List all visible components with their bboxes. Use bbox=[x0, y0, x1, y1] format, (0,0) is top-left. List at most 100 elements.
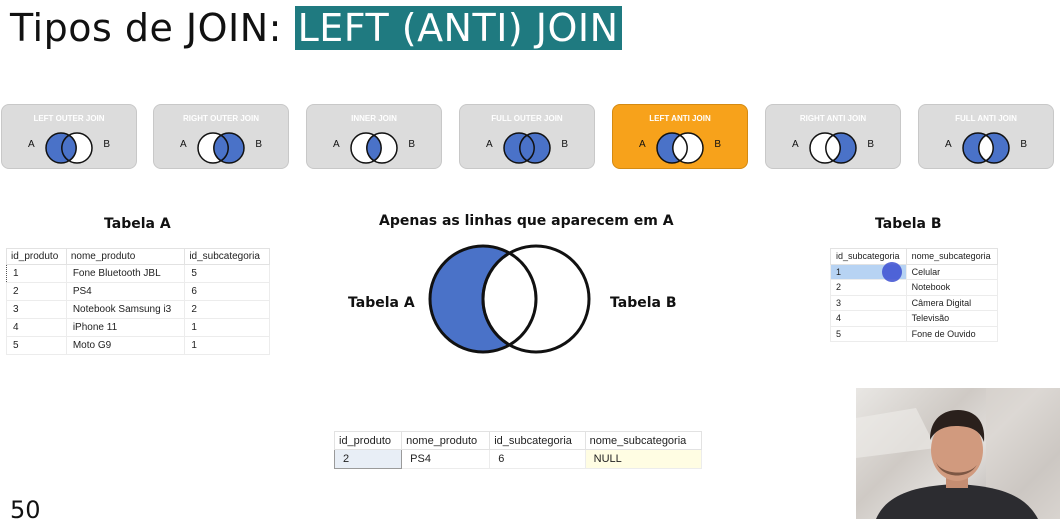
table-cell[interactable]: 6 bbox=[489, 449, 586, 469]
table-cell[interactable]: 3 bbox=[6, 300, 67, 319]
column-header[interactable]: nome_subcategoria bbox=[905, 248, 999, 265]
table-cell[interactable]: NULL bbox=[584, 449, 703, 469]
table-cell[interactable]: Moto G9 bbox=[65, 336, 186, 355]
column-header[interactable]: id_produto bbox=[6, 248, 67, 265]
table-cell[interactable]: 2 bbox=[184, 300, 270, 319]
join-card-label: LEFT ANTI JOIN bbox=[649, 114, 711, 123]
set-a-label: A bbox=[486, 139, 493, 150]
column-header[interactable]: id_subcategoria bbox=[489, 431, 586, 450]
set-b-label: B bbox=[103, 139, 110, 150]
table-cell[interactable]: 5 bbox=[830, 325, 907, 342]
table-cell[interactable]: 6 bbox=[184, 282, 270, 301]
table-row: 3 Notebook Samsung i3 2 bbox=[6, 300, 270, 319]
title-highlight: LEFT (ANTI) JOIN bbox=[294, 6, 622, 50]
column-header[interactable]: id_subcategoria bbox=[184, 248, 270, 265]
title-prefix: Tipos de JOIN: bbox=[10, 6, 282, 50]
venn-left-label: Tabela A bbox=[348, 295, 415, 311]
venn-left-anti-diagram bbox=[428, 244, 591, 354]
table-row: 2 PS4 6 bbox=[6, 282, 270, 301]
table-row: 5 Fone de Ouvido bbox=[830, 325, 999, 342]
table-row: 1 Fone Bluetooth JBL 5 bbox=[6, 264, 270, 283]
set-b-label: B bbox=[1020, 139, 1027, 150]
join-card-label: RIGHT OUTER JOIN bbox=[182, 114, 259, 123]
set-b-label: B bbox=[561, 139, 568, 150]
join-card-label: FULL ANTI JOIN bbox=[955, 114, 1017, 123]
venn-caption: Apenas as linhas que aparecem em A bbox=[379, 213, 674, 229]
table-cell[interactable]: Notebook Samsung i3 bbox=[65, 300, 186, 319]
venn-right-anti-icon bbox=[809, 132, 857, 164]
table-cell[interactable]: Celular bbox=[905, 263, 999, 280]
venn-left-outer-icon bbox=[45, 132, 93, 164]
column-header[interactable]: nome_produto bbox=[65, 248, 186, 265]
column-header[interactable]: nome_subcategoria bbox=[584, 431, 703, 450]
join-card-left-outer[interactable]: LEFT OUTER JOIN A B bbox=[1, 104, 137, 169]
slide-title: Tipos de JOIN: LEFT (ANTI) JOIN bbox=[10, 6, 622, 50]
table-cell[interactable]: 4 bbox=[6, 318, 67, 337]
table-b-caption: Tabela B bbox=[875, 216, 942, 232]
webcam-overlay bbox=[856, 388, 1060, 519]
table-cell[interactable]: 3 bbox=[830, 294, 907, 311]
table-cell[interactable]: PS4 bbox=[401, 449, 491, 469]
table-b: id_subcategoria nome_subcategoria 1 Celu… bbox=[830, 248, 999, 342]
join-card-label: LEFT OUTER JOIN bbox=[33, 114, 105, 123]
presenter-video-icon bbox=[856, 388, 1060, 519]
table-a: id_produto nome_produto id_subcategoria … bbox=[6, 248, 270, 355]
join-card-right-anti[interactable]: RIGHT ANTI JOIN A B bbox=[765, 104, 901, 169]
join-card-label: RIGHT ANTI JOIN bbox=[799, 114, 867, 123]
table-row: 1 Celular bbox=[830, 263, 999, 280]
table-cell[interactable]: PS4 bbox=[65, 282, 186, 301]
table-cell[interactable]: 1 bbox=[184, 336, 270, 355]
set-a-label: A bbox=[792, 139, 799, 150]
venn-inner-icon bbox=[350, 132, 398, 164]
venn-right-label: Tabela B bbox=[610, 295, 677, 311]
set-a-label: A bbox=[333, 139, 340, 150]
set-a-label: A bbox=[639, 139, 646, 150]
table-cell[interactable]: Televisão bbox=[905, 310, 999, 327]
set-b-label: B bbox=[867, 139, 874, 150]
table-row: 4 iPhone 11 1 bbox=[6, 318, 270, 337]
table-row: 4 Televisão bbox=[830, 310, 999, 327]
join-card-label: FULL OUTER JOIN bbox=[491, 114, 563, 123]
table-header-row: id_produto nome_produto id_subcategoria … bbox=[333, 431, 703, 450]
venn-full-anti-icon bbox=[962, 132, 1010, 164]
mouse-cursor-highlight bbox=[882, 262, 902, 282]
join-card-label: INNER JOIN bbox=[351, 114, 397, 123]
table-row: 2 PS4 6 NULL bbox=[333, 449, 703, 469]
set-b-label: B bbox=[408, 139, 415, 150]
table-cell[interactable]: 2 bbox=[6, 282, 67, 301]
table-cell[interactable]: Notebook bbox=[905, 279, 999, 296]
table-cell[interactable]: Fone de Ouvido bbox=[905, 325, 999, 342]
join-card-left-anti[interactable]: LEFT ANTI JOIN A B bbox=[612, 104, 748, 169]
table-a-caption: Tabela A bbox=[104, 216, 171, 232]
table-header-row: id_subcategoria nome_subcategoria bbox=[830, 248, 999, 265]
table-cell[interactable]: iPhone 11 bbox=[65, 318, 186, 337]
table-row: 5 Moto G9 1 bbox=[6, 336, 270, 355]
venn-full-outer-icon bbox=[503, 132, 551, 164]
result-table: id_produto nome_produto id_subcategoria … bbox=[333, 431, 703, 469]
table-row: 2 Notebook bbox=[830, 279, 999, 296]
table-cell[interactable]: Câmera Digital bbox=[905, 294, 999, 311]
page-number: 50 bbox=[10, 496, 41, 519]
table-cell[interactable]: 2 bbox=[830, 279, 907, 296]
join-card-right-outer[interactable]: RIGHT OUTER JOIN A B bbox=[153, 104, 289, 169]
join-card-inner[interactable]: INNER JOIN A B bbox=[306, 104, 442, 169]
column-header[interactable]: nome_produto bbox=[401, 431, 491, 450]
set-b-label: B bbox=[714, 139, 721, 150]
table-row: 3 Câmera Digital bbox=[830, 294, 999, 311]
set-a-label: A bbox=[180, 139, 187, 150]
join-card-full-outer[interactable]: FULL OUTER JOIN A B bbox=[459, 104, 595, 169]
venn-left-anti-icon bbox=[656, 132, 704, 164]
set-b-label: B bbox=[255, 139, 262, 150]
table-cell[interactable]: 4 bbox=[830, 310, 907, 327]
table-cell[interactable]: 5 bbox=[184, 264, 270, 283]
set-a-label: A bbox=[945, 139, 952, 150]
join-card-full-anti[interactable]: FULL ANTI JOIN A B bbox=[918, 104, 1054, 169]
table-cell[interactable]: 5 bbox=[6, 336, 67, 355]
table-cell[interactable]: Fone Bluetooth JBL bbox=[65, 264, 186, 283]
table-cell[interactable]: 1 bbox=[184, 318, 270, 337]
table-header-row: id_produto nome_produto id_subcategoria bbox=[6, 248, 270, 265]
table-cell[interactable]: 1 bbox=[6, 264, 67, 283]
table-cell[interactable]: 2 bbox=[333, 449, 403, 469]
column-header[interactable]: id_produto bbox=[333, 431, 403, 450]
set-a-label: A bbox=[28, 139, 35, 150]
